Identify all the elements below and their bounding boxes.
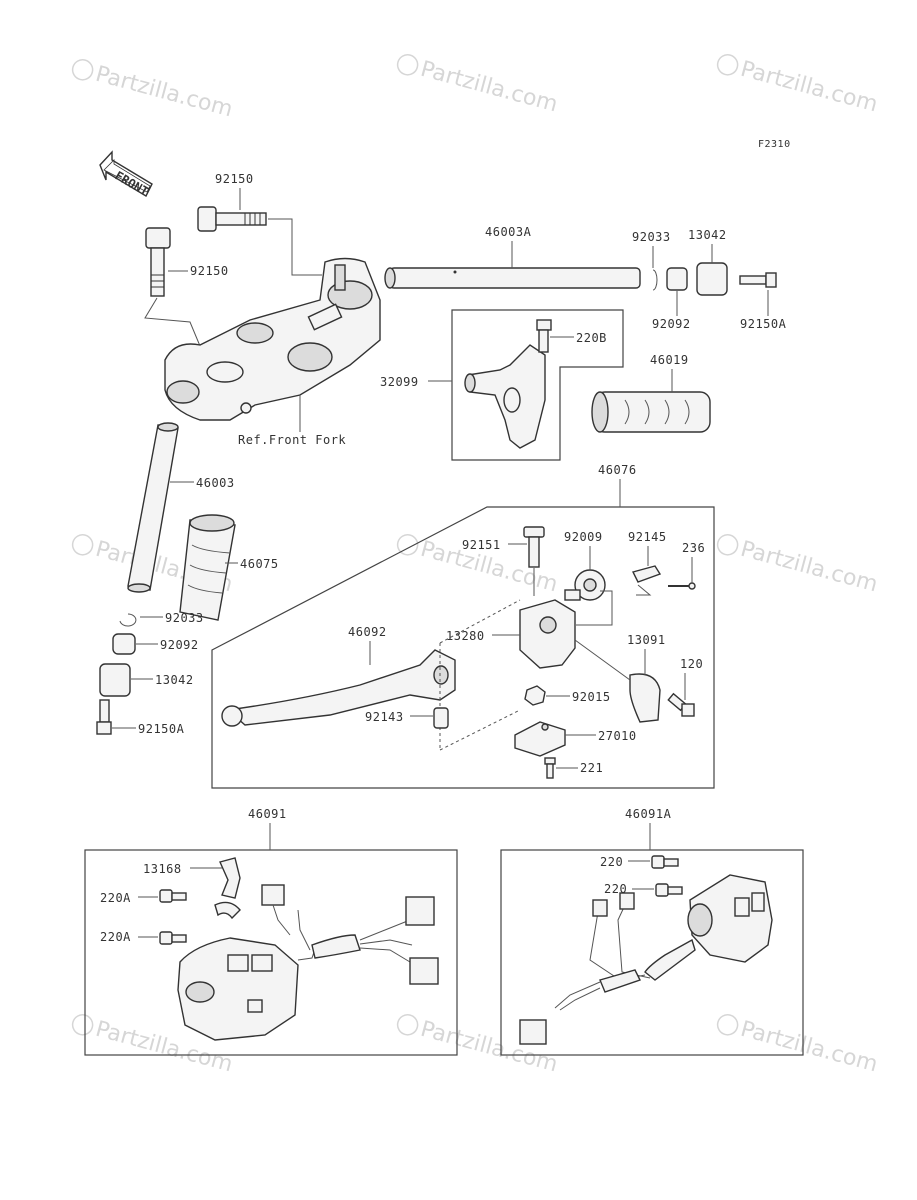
circlip-icon	[119, 613, 137, 627]
label-32099: 32099	[380, 375, 419, 389]
triple-clamp-icon	[164, 257, 381, 421]
screw-icon	[655, 883, 683, 897]
right-switch-box	[500, 849, 804, 1056]
label-46091: 46091	[248, 807, 287, 821]
handlebar-switch-icon	[177, 884, 439, 1041]
bar-end-weight-icon	[99, 663, 131, 697]
alignment-lines	[439, 599, 521, 751]
label-120: 120	[680, 657, 703, 671]
label-92015: 92015	[572, 690, 611, 704]
bolt-icon	[145, 227, 171, 297]
screw-icon	[96, 699, 112, 735]
front-arrow-icon: FRONT	[99, 150, 153, 199]
screw-icon	[739, 272, 777, 288]
label-27010: 27010	[598, 729, 637, 743]
label-92150-left: 92150	[190, 264, 229, 278]
watermark-text: Partzilla.com	[738, 537, 880, 598]
grip-icon	[591, 391, 711, 433]
handlebar-switch-icon	[519, 874, 773, 1045]
nut-icon	[524, 685, 546, 706]
handlebar-icon	[384, 267, 641, 289]
label-92092-left: 92092	[160, 638, 199, 652]
clamp-icon	[629, 673, 661, 723]
bar-end-weight-icon	[696, 262, 728, 296]
lever-holder-icon	[519, 599, 576, 669]
label-92150A-left: 92150A	[138, 722, 185, 736]
bolt-icon	[197, 206, 267, 232]
label-13042-left: 13042	[155, 673, 194, 687]
label-46076: 46076	[598, 463, 637, 477]
label-92092-right: 92092	[652, 317, 691, 331]
label-46075: 46075	[240, 557, 279, 571]
label-220A-2: 220A	[100, 930, 131, 944]
label-ref-front-fork: Ref.Front Fork	[238, 433, 346, 447]
label-13042-right: 13042	[688, 228, 727, 242]
screw-icon	[159, 931, 187, 945]
circlip-icon	[652, 269, 658, 291]
lever-assembly-box	[211, 506, 715, 789]
label-13168: 13168	[143, 862, 182, 876]
grip-icon	[179, 514, 236, 621]
label-92145: 92145	[628, 530, 667, 544]
watermark-text: Partzilla.com	[93, 62, 235, 123]
screw-icon	[536, 319, 552, 353]
label-46019: 46019	[650, 353, 689, 367]
collar-icon	[433, 707, 449, 729]
label-92151: 92151	[462, 538, 501, 552]
watermark-text: Partzilla.com	[418, 57, 560, 118]
label-92143: 92143	[365, 710, 404, 724]
label-92033-left: 92033	[165, 611, 204, 625]
label-13280: 13280	[446, 629, 485, 643]
label-220B: 220B	[576, 331, 607, 345]
label-92009: 92009	[564, 530, 603, 544]
screw-icon	[544, 757, 556, 779]
throttle-housing-icon	[464, 344, 546, 449]
brake-lever-icon	[221, 649, 456, 727]
bolt-icon	[523, 526, 545, 568]
left-switch-box	[84, 849, 458, 1056]
handlebar-icon	[127, 422, 179, 593]
bolt-icon	[667, 692, 695, 717]
label-220-1: 220	[600, 855, 623, 869]
clamp-icon	[214, 857, 241, 920]
watermark-text: Partzilla.com	[738, 57, 880, 118]
label-46003A: 46003A	[485, 225, 532, 239]
spring-icon	[631, 565, 662, 596]
label-92033-right: 92033	[632, 230, 671, 244]
brake-switch-icon	[514, 721, 566, 757]
collar-icon	[666, 267, 688, 291]
figure-code: F2310	[758, 139, 791, 150]
throttle-box	[451, 309, 624, 461]
adjuster-icon	[564, 569, 606, 601]
collar-icon	[112, 633, 136, 655]
watermark-text: Partzilla.com	[738, 1017, 880, 1078]
label-13091: 13091	[627, 633, 666, 647]
screw-icon	[159, 889, 187, 903]
label-220A-1: 220A	[100, 891, 131, 905]
label-46092: 46092	[348, 625, 387, 639]
screw-icon	[651, 855, 679, 869]
label-92150-top: 92150	[215, 172, 254, 186]
label-221: 221	[580, 761, 603, 775]
label-236: 236	[682, 541, 705, 555]
pin-icon	[668, 582, 696, 590]
label-92150A-right: 92150A	[740, 317, 787, 331]
label-46091A: 46091A	[625, 807, 672, 821]
label-46003-left: 46003	[196, 476, 235, 490]
